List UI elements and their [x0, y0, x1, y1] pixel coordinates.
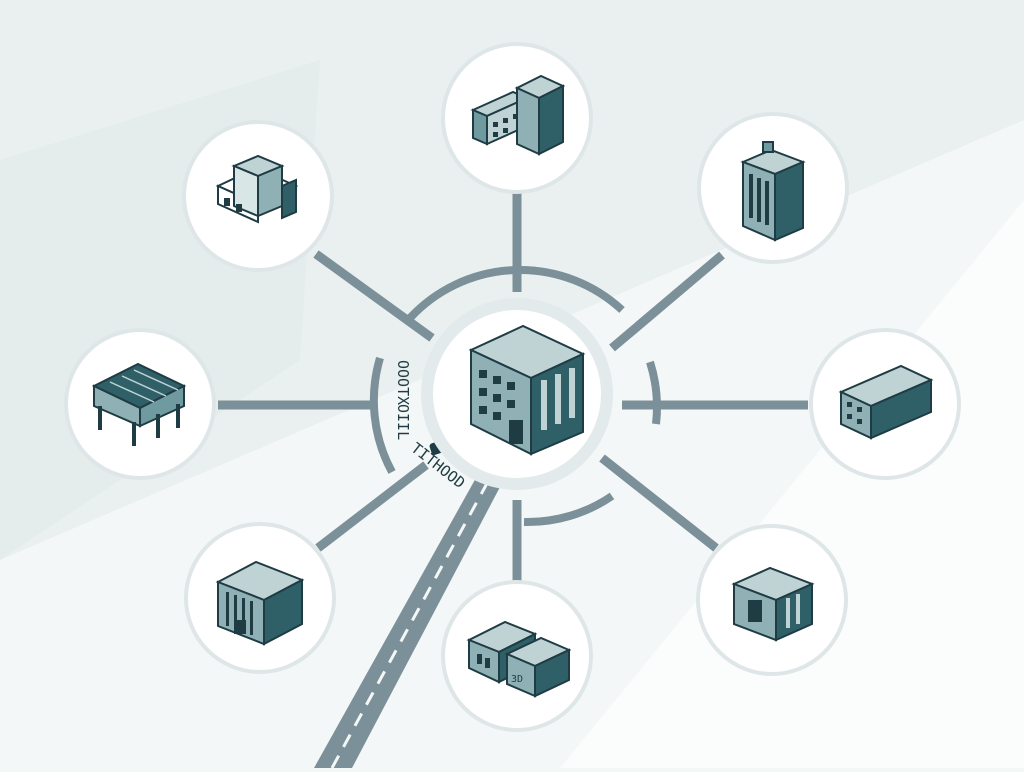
node-west[interactable]	[64, 328, 216, 480]
data-center-icon: 3D	[466, 620, 572, 698]
warehouse-icon	[731, 566, 815, 642]
pavilion-icon	[91, 362, 187, 446]
node-northeast[interactable]	[697, 112, 849, 264]
node-south[interactable]: 3D	[441, 580, 593, 732]
arc-text-2: OIIL	[394, 404, 412, 440]
square-building-icon	[215, 560, 305, 646]
node-southeast[interactable]	[696, 524, 848, 676]
factory-icon	[215, 154, 299, 224]
node-southwest[interactable]	[184, 522, 336, 674]
low-office-icon	[838, 364, 934, 440]
connector-lines	[218, 192, 808, 582]
connector-northwest	[313, 250, 435, 342]
orbit-arc-top	[407, 266, 625, 321]
tall-tower-icon	[740, 141, 806, 242]
connector-southwest	[315, 461, 429, 552]
south-node-label: 3D	[511, 674, 523, 685]
connector-southeast	[599, 454, 719, 552]
office-block-icon	[470, 74, 566, 156]
orbit-arc-right	[646, 360, 661, 425]
connector-northeast	[609, 251, 725, 352]
orbit-arc-left	[369, 356, 396, 474]
arc-text-1: OOOTX	[394, 360, 412, 405]
node-north[interactable]	[441, 42, 593, 194]
hub-orbit	[369, 266, 661, 527]
node-east[interactable]	[809, 328, 961, 480]
office-tower-icon	[468, 324, 586, 456]
node-northwest[interactable]	[182, 120, 334, 272]
central-building[interactable]	[421, 298, 613, 490]
orbit-arc-bottom	[523, 492, 615, 527]
